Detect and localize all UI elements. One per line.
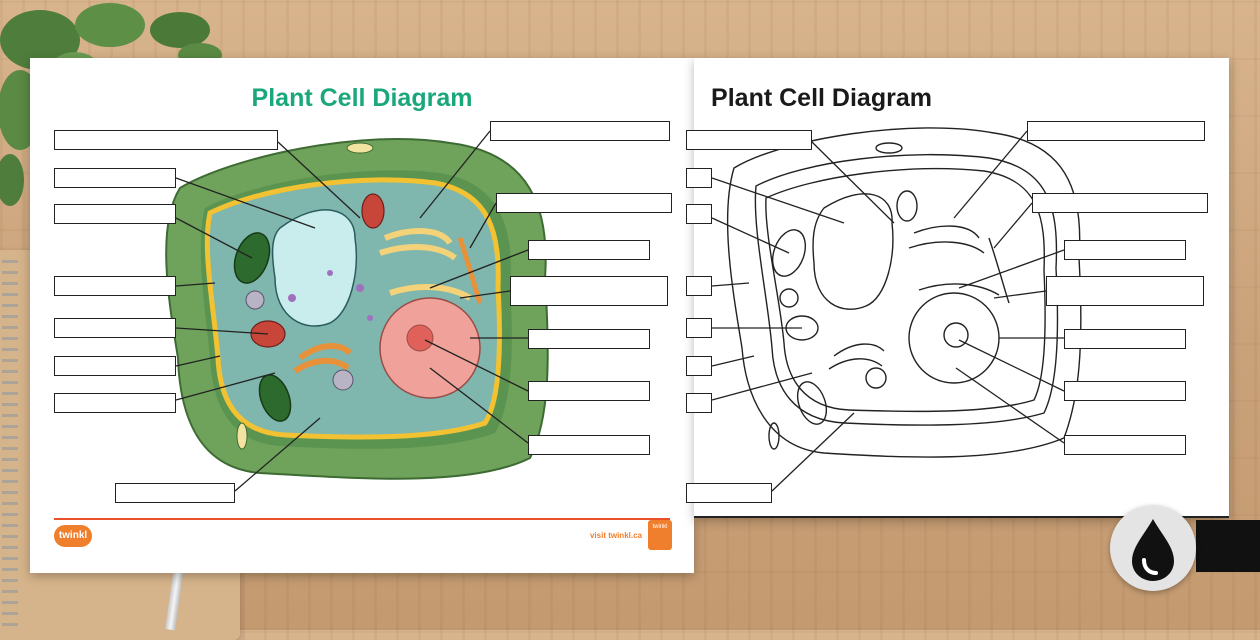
label-box[interactable] [510,276,668,306]
label-box[interactable] [1032,193,1208,213]
label-box[interactable] [528,381,650,401]
notebook-spiral [2,260,18,630]
page-title-bw: Plant Cell Diagram [711,84,932,112]
label-box[interactable] [686,130,812,150]
label-box[interactable] [528,435,650,455]
label-box[interactable] [54,168,176,188]
ink-toggle-tab[interactable] [1196,520,1260,572]
label-box[interactable] [1027,121,1205,141]
twinkl-logo: twinkl [54,525,92,547]
label-box[interactable] [1064,240,1186,260]
label-box[interactable] [496,193,672,213]
label-box[interactable] [528,329,650,349]
label-box[interactable] [686,276,712,296]
twinkl-badge: twinkl [648,520,672,550]
label-box[interactable] [686,356,712,376]
label-box[interactable] [54,276,176,296]
label-box[interactable] [54,318,176,338]
bw-worksheet: Plant Cell Diagram [686,58,1229,518]
label-box[interactable] [686,393,712,413]
label-box[interactable] [54,356,176,376]
label-box[interactable] [54,393,176,413]
label-box[interactable] [1064,329,1186,349]
page-title: Plant Cell Diagram [251,84,473,112]
label-box[interactable] [1064,381,1186,401]
label-box[interactable] [1064,435,1186,455]
ink-saver-button[interactable] [1110,505,1196,591]
water-drop-icon [1132,519,1174,581]
label-box[interactable] [54,204,176,224]
plant-cell-illustration-outline [711,127,1082,492]
label-box[interactable] [686,483,772,503]
label-box[interactable] [54,130,278,150]
label-box[interactable] [686,318,712,338]
label-box[interactable] [490,121,670,141]
label-box[interactable] [686,204,712,224]
label-box[interactable] [686,168,712,188]
footer-divider [54,518,670,520]
label-box[interactable] [528,240,650,260]
plant-cell-illustration-color [165,130,549,492]
label-box[interactable] [115,483,235,503]
label-box[interactable] [1046,276,1204,306]
footer-divider-bw [694,516,1229,518]
color-worksheet: Plant Cell Diagram [30,58,694,573]
footer-url: visit twinkl.ca [589,531,642,540]
